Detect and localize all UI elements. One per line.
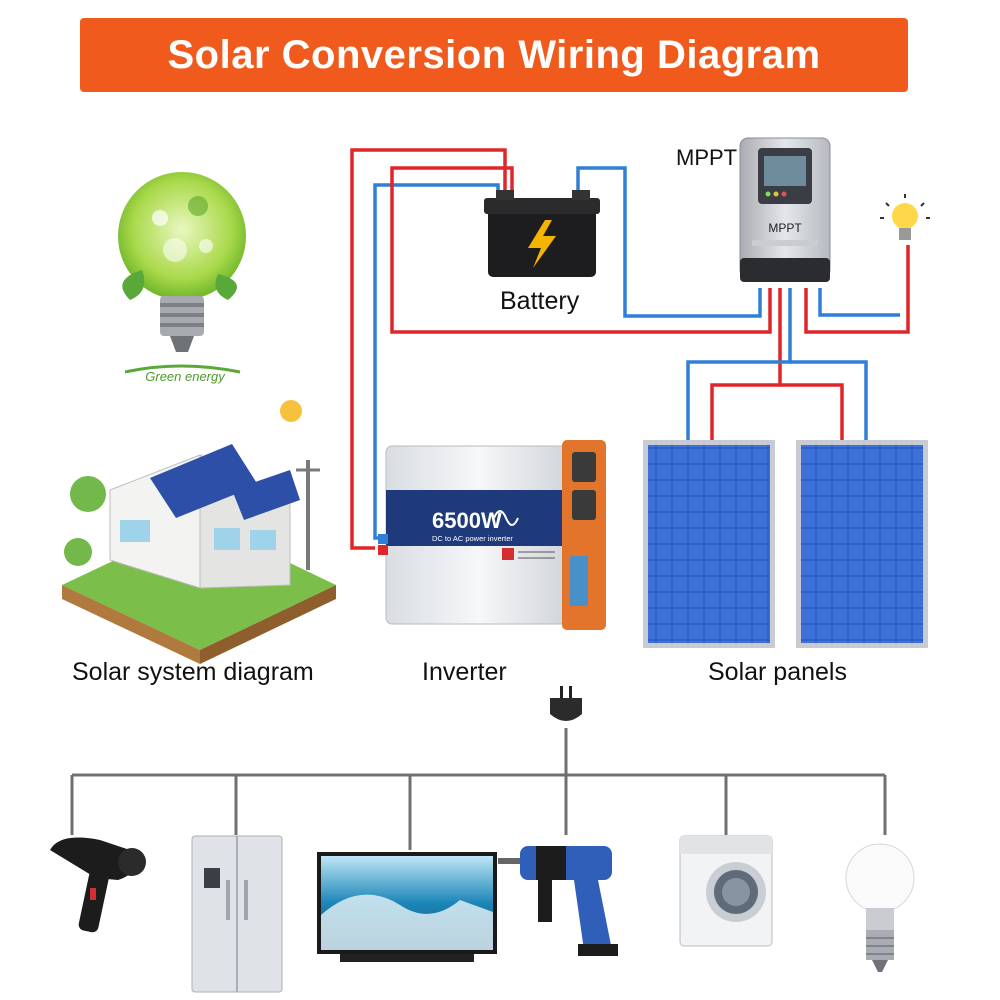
battery-label: Battery xyxy=(500,287,580,315)
blue-wire-load xyxy=(818,288,900,317)
blue-wire-mppt-panels xyxy=(686,288,792,440)
solar-panels-label: Solar panels xyxy=(708,658,847,686)
red-wire-load xyxy=(804,245,910,334)
solar-house-icon xyxy=(62,400,336,664)
blue-wire-inverter-battery xyxy=(373,183,500,540)
inverter-icon: 6500W DC to AC power inverter xyxy=(378,440,606,630)
red-wire-inverter-battery xyxy=(350,148,507,550)
wires xyxy=(70,148,910,850)
inverter-power-label: 6500W xyxy=(432,508,502,533)
light-bulb-icon xyxy=(845,843,915,972)
washing-machine-icon xyxy=(679,835,773,947)
red-wire-mppt-panels xyxy=(710,288,782,440)
mppt-controller-icon: MPPT xyxy=(739,137,831,282)
television-icon xyxy=(317,852,497,962)
title-banner: Solar Conversion Wiring Diagram xyxy=(80,18,908,92)
red-wire-battery-mppt xyxy=(390,166,772,334)
drill-icon xyxy=(498,846,618,956)
mppt-label: MPPT xyxy=(676,145,738,170)
blue-wire-battery-mppt xyxy=(576,166,762,318)
inverter-subtitle: DC to AC power inverter xyxy=(432,534,513,543)
green-energy-text: Green energy xyxy=(145,369,226,384)
solar-panel-right-icon xyxy=(796,440,928,648)
solar-system-label: Solar system diagram xyxy=(72,658,314,686)
page-title: Solar Conversion Wiring Diagram xyxy=(167,32,821,77)
ac-plug-icon xyxy=(550,686,582,721)
mppt-device-label: MPPT xyxy=(768,221,802,235)
battery-icon xyxy=(484,190,600,277)
load-bulb-icon xyxy=(880,194,930,240)
hair-dryer-icon xyxy=(50,837,146,933)
solar-panel-left-icon xyxy=(643,440,775,648)
green-energy-bulb-icon xyxy=(118,172,246,374)
inverter-label: Inverter xyxy=(422,658,507,686)
refrigerator-icon xyxy=(191,835,283,993)
